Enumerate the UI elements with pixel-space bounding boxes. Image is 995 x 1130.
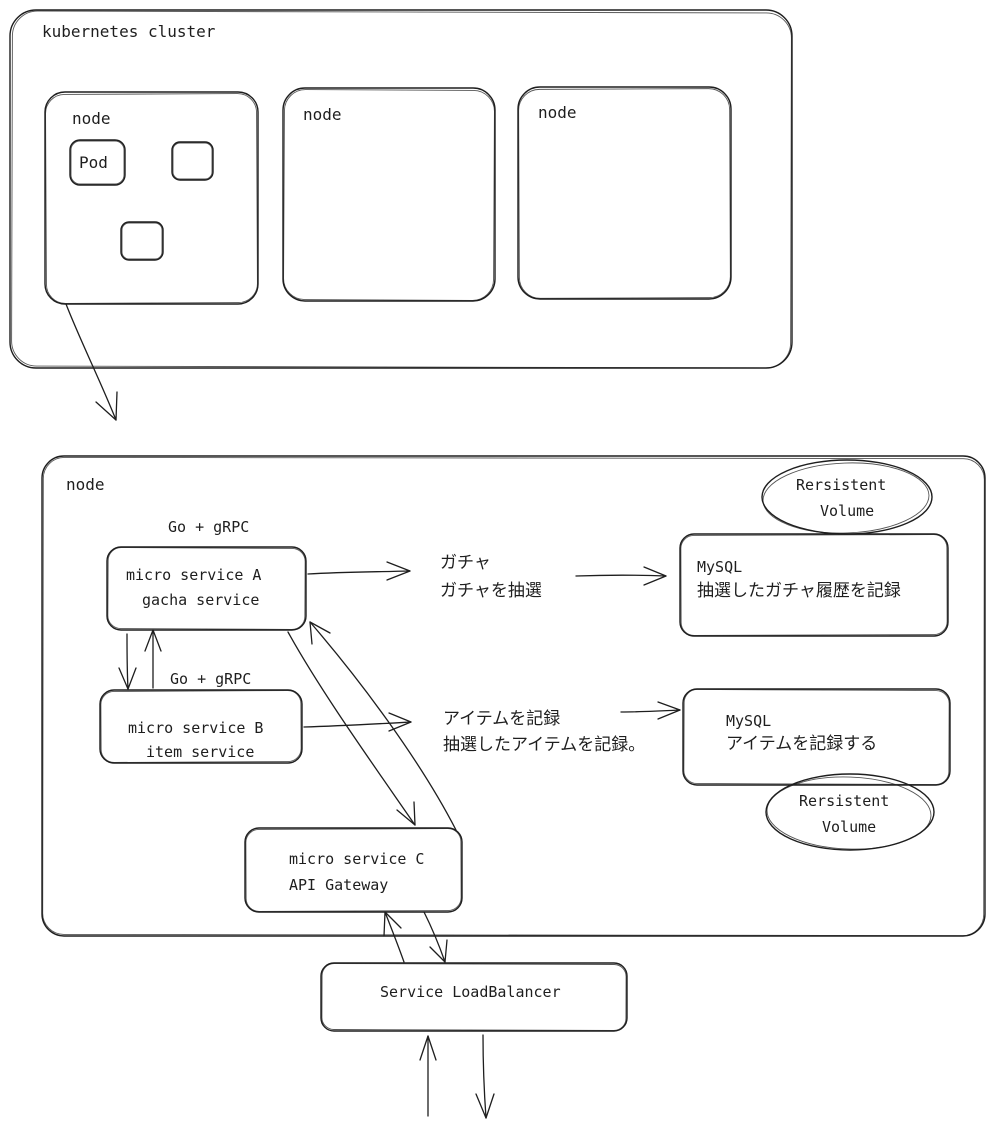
cluster-node-3: node [517,86,732,300]
service-a-line1: micro service A [126,566,261,584]
arrow-ingress [419,1035,437,1117]
pod-box-empty-2 [120,221,164,261]
service-b-tech: Go + gRPC [170,670,251,688]
service-c-line2: API Gateway [289,876,388,894]
service-b-note-line2: 抽選したアイテムを記録。 [443,735,645,755]
cluster-label: kubernetes cluster [42,22,216,41]
load-balancer-label: Service LoadBalancer [380,983,561,1001]
pod-box: Pod [69,139,126,186]
persistent-volume-b: Rersistent Volume [765,773,935,851]
cluster-node-2-label: node [303,105,342,124]
pod-box-empty-1 [171,141,214,181]
service-b-line1: micro service B [128,719,263,737]
service-b-line2: item service [146,743,254,761]
mysql-a-desc: 抽選したガチャ履歴を記録 [697,581,901,601]
volume-b-line1: Rersistent [799,792,889,810]
volume-a-line1: Rersistent [796,476,886,494]
arrow-lb-to-c [383,911,405,963]
load-balancer: Service LoadBalancer [320,962,628,1032]
detail-node-label: node [66,475,105,494]
mysql-a: MySQL 抽選したガチャ履歴を記録 [679,533,949,637]
kubernetes-cluster: kubernetes cluster [9,9,793,369]
arrow-c-to-lb [423,911,448,963]
mysql-b: MySQL アイテムを記録する [682,688,951,786]
arrow-note-b-to-db [620,701,681,720]
zoom-arrow [65,303,118,421]
cluster-node-2: node [282,87,496,302]
pod-label: Pod [79,153,108,172]
arrow-egress [475,1034,495,1119]
arrow-b-to-a [144,629,162,689]
volume-b-line2: Volume [822,818,876,836]
service-a-line2: gacha service [142,591,259,609]
service-a-note-line1: ガチャ [440,553,491,573]
arrow-b-to-note [303,712,412,732]
service-b-note-line1: アイテムを記録 [443,709,560,729]
arrow-a-to-note [307,561,411,581]
arrow-note-a-to-db [575,566,667,586]
cluster-node-3-label: node [538,103,577,122]
service-a: Go + gRPC micro service A gacha service [106,518,307,631]
cluster-node-1: node Pod [44,91,259,305]
arrow-a-to-c [287,631,416,826]
service-a-tech: Go + gRPC [168,518,249,536]
detail-node: node [41,455,986,937]
mysql-b-title: MySQL [726,712,771,730]
arrow-a-to-b [118,633,137,690]
cluster-node-1-label: node [72,109,111,128]
service-c: micro service C API Gateway [244,827,463,913]
arrow-c-to-a [309,621,457,831]
volume-a-line2: Volume [820,502,874,520]
mysql-b-desc: アイテムを記録する [726,734,877,754]
service-b: Go + gRPC micro service B item service [99,670,303,764]
mysql-a-title: MySQL [697,558,742,576]
service-c-line1: micro service C [289,850,424,868]
service-a-note-line2: ガチャを抽選 [440,581,542,601]
persistent-volume-a: Rersistent Volume [761,459,933,535]
